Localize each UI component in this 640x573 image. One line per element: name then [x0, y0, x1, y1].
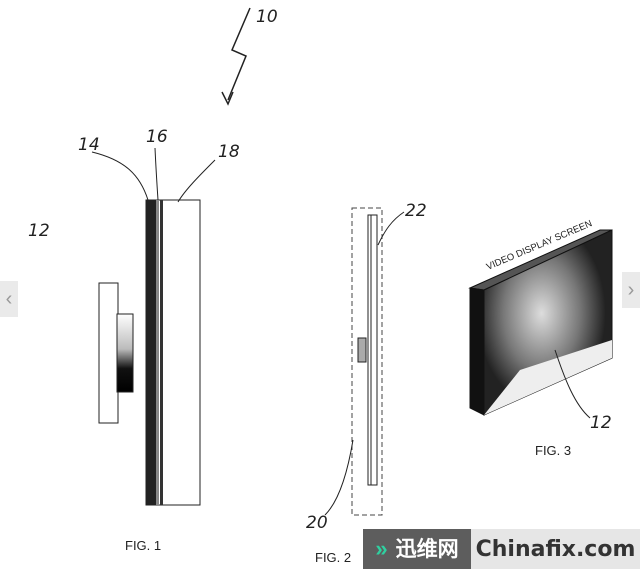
frame-20: [351, 207, 383, 516]
device-mount: [116, 313, 134, 393]
screen-highlight: [484, 340, 612, 415]
reference-arrow: [227, 7, 251, 101]
ref-12: 12: [28, 221, 50, 241]
ref-18: 18: [218, 142, 240, 162]
watermark-logo: » 迅维网: [363, 529, 471, 569]
watermark-chinese: 迅维网: [395, 537, 459, 561]
leader-22: [377, 211, 405, 246]
chevron-left-icon[interactable]: ‹: [0, 281, 18, 317]
mounted-device: [357, 337, 367, 363]
screen-side-edge: [469, 287, 485, 416]
ref-12-fig3: 12: [590, 413, 612, 433]
arrow-head: [221, 91, 234, 106]
chevron-logo-icon: »: [375, 536, 388, 561]
layer-16: [156, 200, 159, 505]
leader-20: [324, 439, 354, 516]
watermark-site-text: Chinafix.com: [475, 536, 636, 562]
figure-3: VIDEO DISPLAY SCREEN 12 FIG. 3: [468, 218, 613, 458]
panel-22: [367, 214, 378, 486]
leader-18: [177, 159, 216, 203]
figure-2: 22 20 FIG. 2: [306, 201, 427, 565]
device-12: [98, 282, 119, 424]
ref-14: 14: [78, 135, 100, 155]
chevron-right-icon[interactable]: ›: [622, 272, 640, 308]
watermark-site: Chinafix.com: [471, 529, 640, 569]
leader-14: [91, 151, 149, 201]
figure-1: 10 14 16 18 12 FIG. 1: [28, 7, 278, 553]
ref-16: 16: [146, 127, 168, 147]
fig-3-caption: FIG. 3: [535, 443, 571, 458]
fig-2-caption: FIG. 2: [315, 550, 351, 565]
leader-12: [554, 349, 591, 419]
ref-10: 10: [256, 7, 278, 27]
leader-16: [154, 147, 159, 201]
layer-16-inner: [160, 200, 163, 505]
ref-20: 20: [306, 513, 328, 533]
layer-14: [146, 200, 156, 505]
fig-1-caption: FIG. 1: [125, 538, 161, 553]
ref-22: 22: [405, 201, 427, 221]
